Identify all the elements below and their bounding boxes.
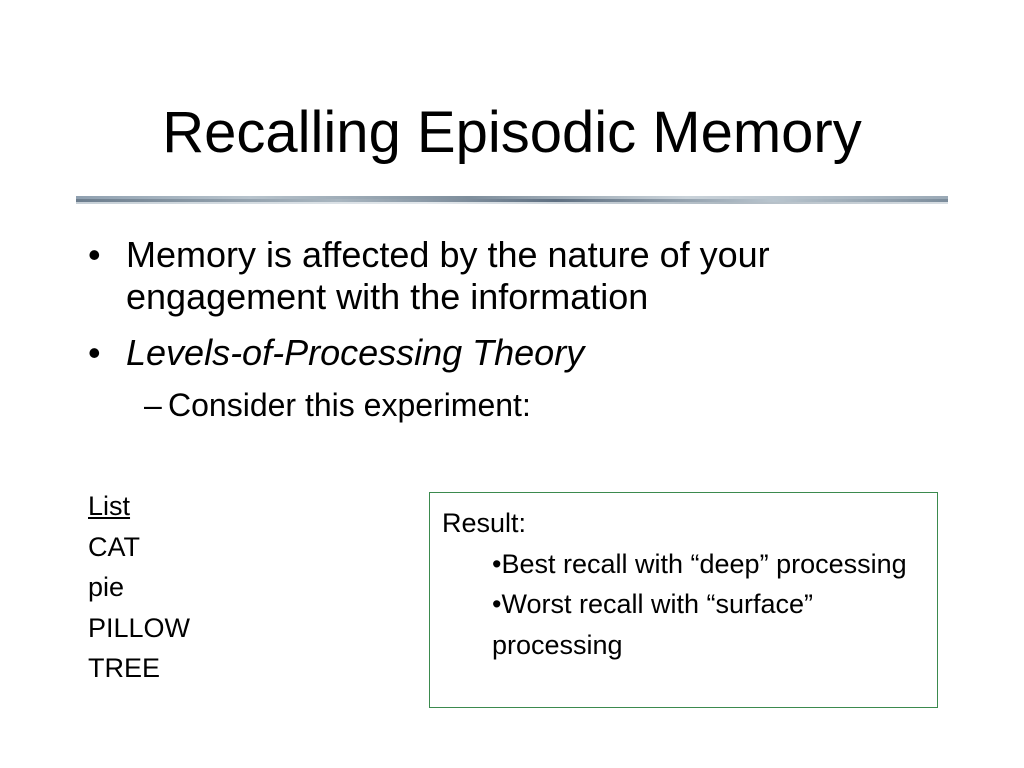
sub-bullet-item: – Consider this experiment: <box>88 386 938 424</box>
sub-bullet-marker: – <box>144 387 162 423</box>
title-divider <box>76 195 948 205</box>
divider-band-bottom <box>76 202 948 204</box>
result-heading: Result: <box>442 508 527 538</box>
result-box: Result: •Best recall with “deep” process… <box>429 492 938 708</box>
sub-bullet-text: Consider this experiment: <box>168 387 531 423</box>
bullet-text: Levels-of-Processing Theory <box>126 332 585 373</box>
result-item: •Worst recall with “surface” processing <box>492 589 814 660</box>
bullet-marker: • <box>88 332 101 373</box>
slide-title: Recalling Episodic Memory <box>162 100 862 165</box>
result-item: •Best recall with “deep” processing <box>492 548 907 579</box>
bullet-item: • Memory is affected by the nature of yo… <box>88 234 938 318</box>
divider-band-middle <box>76 199 948 202</box>
word-list-item: TREE <box>88 653 161 683</box>
word-list: List CAT pie PILLOW TREE <box>88 486 190 689</box>
bullet-item: • Levels-of-Processing Theory <box>88 332 938 374</box>
bullet-text: Memory is affected by the nature of your… <box>126 234 770 317</box>
word-list-item: PILLOW <box>88 612 191 643</box>
bullet-marker: • <box>88 234 101 275</box>
word-list-heading: List <box>88 491 131 521</box>
bullet-list: • Memory is affected by the nature of yo… <box>88 234 938 424</box>
divider-band-top <box>76 196 948 199</box>
word-list-item: CAT <box>88 531 140 562</box>
word-list-item: pie <box>88 572 125 602</box>
